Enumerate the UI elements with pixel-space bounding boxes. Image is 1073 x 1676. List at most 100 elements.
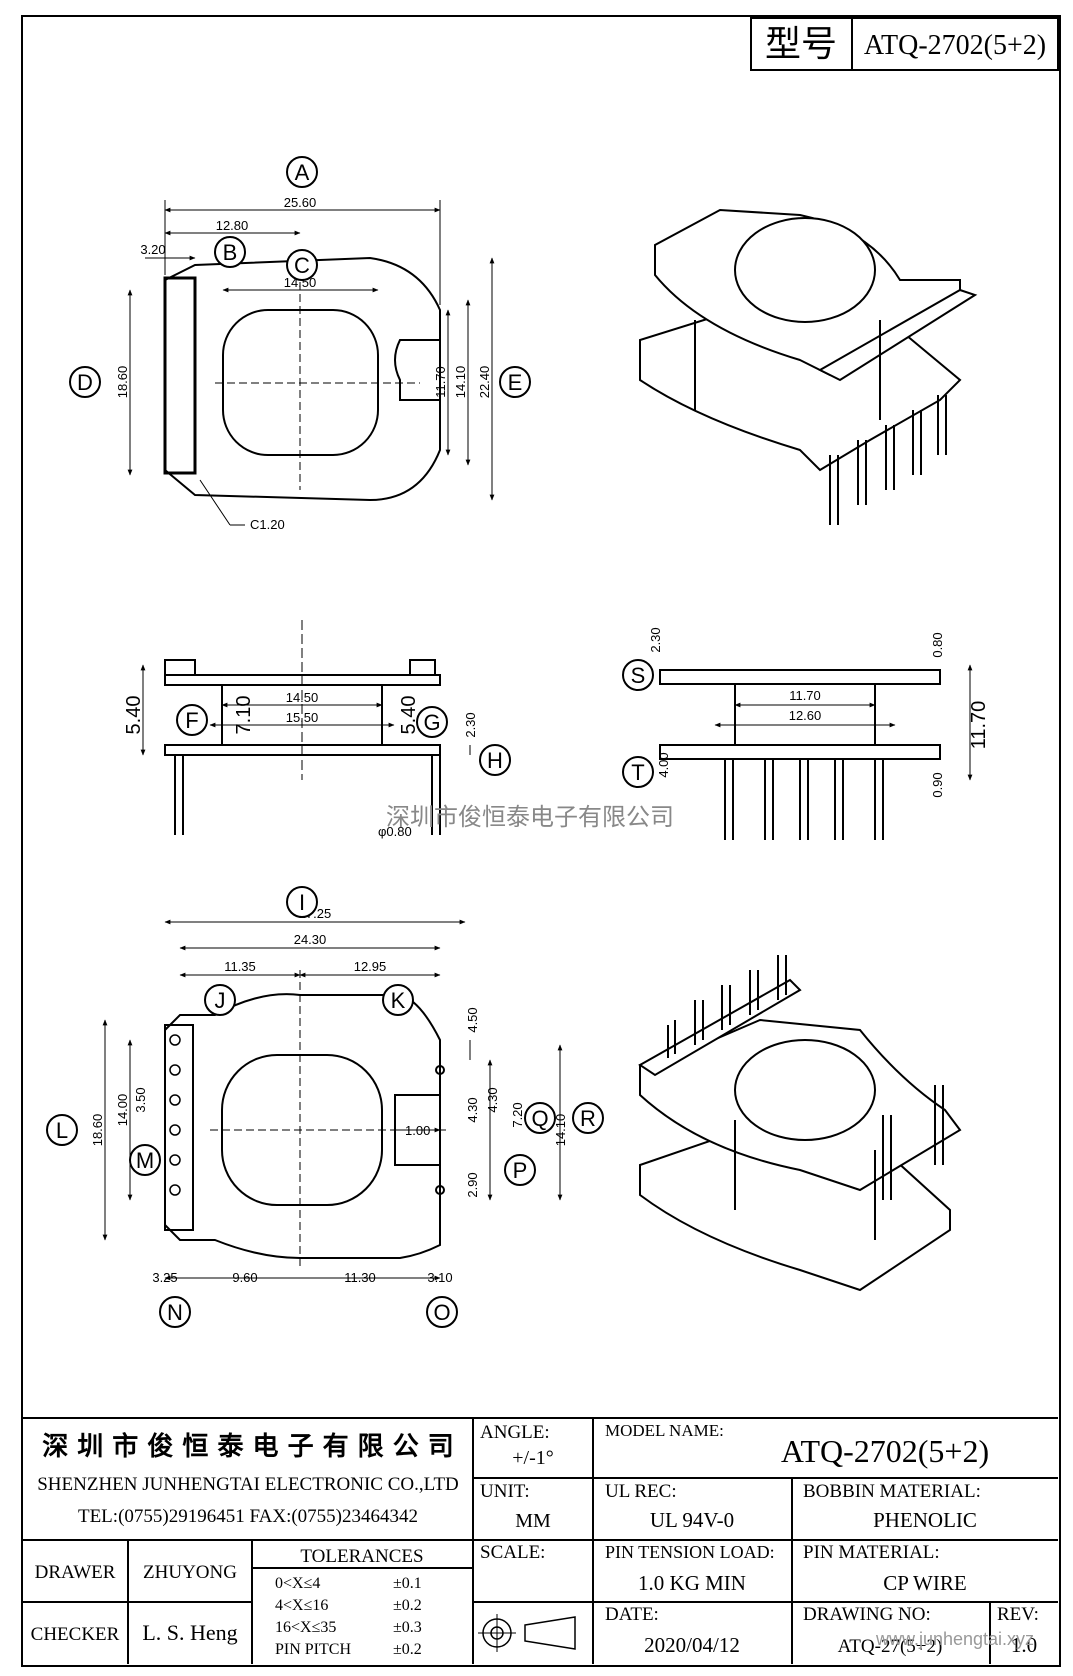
checker-value: L. S. Heng xyxy=(142,1620,237,1645)
dim-side-b: 15.50 xyxy=(286,710,319,725)
dim-bottom-j: 11.35 xyxy=(224,959,256,974)
callout-letter-e: E xyxy=(508,370,523,395)
drawing-no-label: DRAWING NO: xyxy=(803,1604,931,1625)
callout-letter-m: M xyxy=(136,1148,154,1173)
dim-side-a: 14.50 xyxy=(286,690,319,705)
dim-front-r2: 11.70 xyxy=(968,701,990,750)
dim-bottom-k: 12.95 xyxy=(354,959,387,974)
callout-circle-p xyxy=(504,1154,536,1186)
callout-letter-o: O xyxy=(433,1300,450,1325)
dim-bottom-w: 24.30 xyxy=(294,932,327,947)
watermark: 深圳市俊恒泰电子有限公司 xyxy=(386,803,674,831)
side-view xyxy=(140,620,471,835)
unit-label: UNIT: xyxy=(480,1481,530,1502)
bottom-view xyxy=(102,919,563,1281)
dim-bottom-q4: 7.20 xyxy=(510,1102,525,1127)
callout-circle-l xyxy=(46,1114,78,1146)
dim-top-b2: 3.20 xyxy=(140,242,165,257)
callout-circle-o xyxy=(426,1296,458,1328)
dim-side-w1: 7.10 xyxy=(233,696,255,735)
callout-circle-f xyxy=(176,704,208,736)
callout-circle-k xyxy=(382,984,414,1016)
dim-top-a: 25.60 xyxy=(284,195,317,210)
title-block xyxy=(22,1417,1058,1664)
iso-view-top xyxy=(639,208,978,525)
callout-letter-c: C xyxy=(294,253,310,278)
tolerance-value-1: ±0.1 xyxy=(393,1575,422,1592)
callout-circle-a xyxy=(286,156,318,188)
dim-top-e1: 11.70 xyxy=(433,366,448,398)
tolerance-value-4: ±0.2 xyxy=(393,1641,422,1658)
dim-bottom-q3: 4.30 xyxy=(485,1087,500,1112)
callout-circle-t xyxy=(622,756,654,788)
ul-value: UL 94V-0 xyxy=(650,1508,734,1532)
top-view xyxy=(127,200,495,526)
tolerance-range-3: 16<X≤35 xyxy=(275,1619,336,1636)
callout-circle-h xyxy=(479,744,511,776)
dim-bottom-q2: 4.30 xyxy=(465,1097,480,1122)
dim-top-chamfer: C1.20 xyxy=(250,517,285,532)
iso-view-bottom xyxy=(638,955,962,1292)
bobbin-material-label: BOBBIN MATERIAL: xyxy=(803,1481,981,1502)
callout-circle-q xyxy=(524,1102,556,1134)
dim-bottom-o1: 11.30 xyxy=(344,1270,376,1285)
checker-label: CHECKER xyxy=(31,1624,120,1645)
callout-letter-b: B xyxy=(223,240,238,265)
company-contact: TEL:(0755)29196451 FAX:(0755)23464342 xyxy=(78,1506,418,1527)
ul-label: UL REC: xyxy=(605,1481,677,1502)
angle-value: +/-1° xyxy=(512,1447,554,1469)
tolerance-range-2: 4<X≤16 xyxy=(275,1597,328,1614)
model-name-label: MODEL NAME: xyxy=(605,1421,724,1440)
dim-bottom-n1: 3.25 xyxy=(152,1270,177,1285)
callout-letter-r: R xyxy=(580,1106,596,1131)
dim-side-pin: φ0.80 xyxy=(378,824,412,839)
tolerance-value-2: ±0.2 xyxy=(393,1597,422,1614)
callout-circle-r xyxy=(572,1102,604,1134)
callout-letter-f: F xyxy=(185,708,198,733)
drawer-label: DRAWER xyxy=(35,1562,116,1583)
dim-side-h2: 5.40 xyxy=(398,696,420,735)
tolerance-value-3: ±0.3 xyxy=(393,1619,422,1636)
pin-tension-label: PIN TENSION LOAD: xyxy=(605,1542,775,1562)
dim-front-r1: 0.80 xyxy=(930,632,945,657)
tolerance-range-1: 0<X≤4 xyxy=(275,1575,320,1592)
dim-bottom-q1: 4.50 xyxy=(465,1007,480,1032)
callout-letter-a: A xyxy=(295,160,310,185)
company-name-en: SHENZHEN JUNHENGTAI ELECTRONIC CO.,LTD xyxy=(37,1474,459,1495)
callout-circle-c xyxy=(286,249,318,281)
header-model-box: 型号 ATQ-2702(5+2) xyxy=(750,17,1059,71)
dim-bottom-m2: 3.50 xyxy=(133,1087,148,1112)
date-label: DATE: xyxy=(605,1604,659,1625)
callout-circle-e xyxy=(499,366,531,398)
dim-side-h3: 2.30 xyxy=(463,712,478,737)
header-model-value: ATQ-2702(5+2) xyxy=(864,30,1046,61)
dim-side-h1: 5.40 xyxy=(123,696,145,735)
dim-bottom-o2: 3.10 xyxy=(427,1270,452,1285)
callout-circle-s xyxy=(622,659,654,691)
dim-bottom-p: 2.90 xyxy=(465,1172,480,1197)
drawer-value: ZHUYONG xyxy=(143,1562,237,1583)
pin-material-label: PIN MATERIAL: xyxy=(803,1542,940,1563)
dim-top-b: 12.80 xyxy=(216,218,249,233)
unit-value: MM xyxy=(515,1510,551,1532)
callout-letter-j: J xyxy=(215,988,226,1013)
company-name-cn: 深 圳 市 俊 恒 泰 电 子 有 限 公 司 xyxy=(42,1431,454,1462)
callout-letter-g: G xyxy=(423,710,440,735)
dim-bottom-n2: 9.60 xyxy=(232,1270,257,1285)
header-model-label: 型号 xyxy=(765,24,837,65)
tolerance-range-4: PIN PITCH xyxy=(275,1641,351,1658)
dim-front-b: 12.60 xyxy=(789,708,822,723)
dim-front-s: 2.30 xyxy=(648,627,663,652)
dim-bottom-slot: 1.00 xyxy=(405,1123,430,1138)
callout-circle-i xyxy=(286,886,318,918)
site-watermark: www.junhengtai.xyz xyxy=(875,1629,1034,1649)
rev-value: 1.0 xyxy=(1011,1633,1037,1657)
tolerances-label: TOLERANCES xyxy=(300,1546,423,1567)
callout-circle-d xyxy=(69,366,101,398)
dim-front-r3: 0.90 xyxy=(930,772,945,797)
sheet-border xyxy=(21,15,1061,1667)
dim-front-t: 4.00 xyxy=(656,752,671,777)
model-name-value: ATQ-2702(5+2) xyxy=(781,1433,989,1469)
bobbin-material-value: PHENOLIC xyxy=(873,1508,977,1532)
